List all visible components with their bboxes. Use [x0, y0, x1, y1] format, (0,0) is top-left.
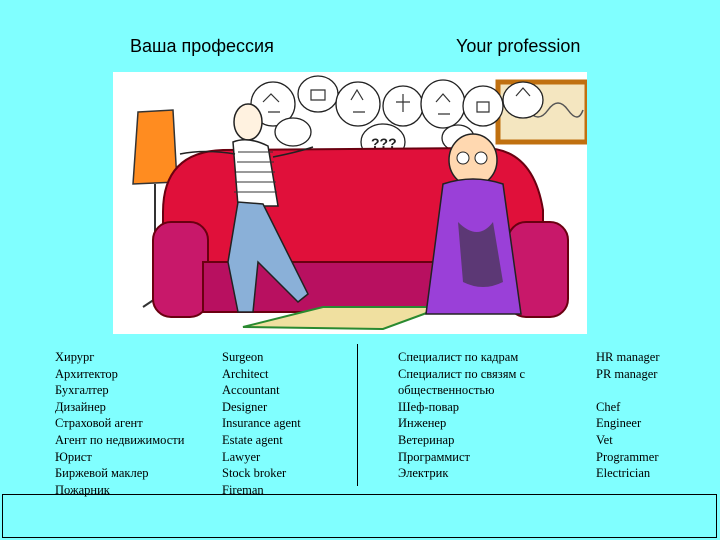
- list-item-spacer: [596, 382, 660, 399]
- list-item: Vet: [596, 432, 613, 447]
- list-item: Страховой агент: [55, 416, 143, 431]
- question-marks: ???: [371, 135, 397, 151]
- list-item: Stock broker: [222, 466, 287, 481]
- footer-box: [2, 494, 717, 538]
- list-item: Accountant: [222, 383, 280, 398]
- old-man-figure: [425, 133, 522, 315]
- list-item: Chef: [596, 399, 621, 414]
- list-item: Биржевой маклер: [55, 466, 149, 481]
- list-russian-2: Специалист по кадрам Специалист по связя…: [398, 349, 525, 482]
- list-english-2: HR manager PR manager Chef Engineer Vet …: [596, 349, 660, 482]
- list-item: Юрист: [55, 449, 92, 464]
- list-item: Estate agent: [222, 432, 283, 447]
- list-item: Инженер: [398, 416, 447, 431]
- list-item: Дизайнер: [55, 399, 106, 414]
- list-item: Архитектор: [55, 366, 118, 381]
- list-item: Surgeon: [222, 350, 264, 364]
- list-item: Ветеринар: [398, 432, 455, 447]
- list-item: Programmer: [596, 449, 659, 464]
- list-item: Designer: [222, 399, 268, 414]
- cartoon-illustration: ???: [113, 72, 590, 334]
- list-item: Специалист по связям с: [398, 366, 526, 381]
- list-item: Электрик: [398, 466, 449, 481]
- list-item: Бухгалтер: [55, 383, 109, 398]
- list-item: Хирург: [55, 350, 95, 364]
- list-item: Специалист по кадрам: [398, 350, 519, 364]
- cartoon-svg: ???: [132, 75, 590, 331]
- list-item: Программист: [398, 449, 470, 464]
- man-figure: [179, 103, 314, 313]
- lamp-shade: [132, 109, 178, 185]
- list-item: Insurance agent: [222, 416, 301, 431]
- list-item: общественностью: [398, 383, 495, 398]
- list-item: Electrician: [596, 466, 651, 481]
- list-russian-1: Хирург Архитектор Бухгалтер Дизайнер Стр…: [55, 349, 184, 498]
- list-english-1: Surgeon Architect Accountant Designer In…: [222, 349, 301, 498]
- title-russian: Ваша профессия: [130, 36, 274, 56]
- list-item: Пожарник: [55, 482, 110, 497]
- list-item: Architect: [222, 366, 269, 381]
- list-item: Engineer: [596, 416, 642, 431]
- list-item: Шеф-повар: [398, 399, 460, 414]
- list-item: Lawyer: [222, 449, 261, 464]
- column-divider: [357, 344, 358, 486]
- list-item: HR manager: [596, 350, 660, 364]
- list-item: Fireman: [222, 482, 264, 497]
- list-item: PR manager: [596, 366, 658, 381]
- list-item: Агент по недвижимости: [55, 432, 185, 447]
- title-english: Your profession: [456, 36, 581, 56]
